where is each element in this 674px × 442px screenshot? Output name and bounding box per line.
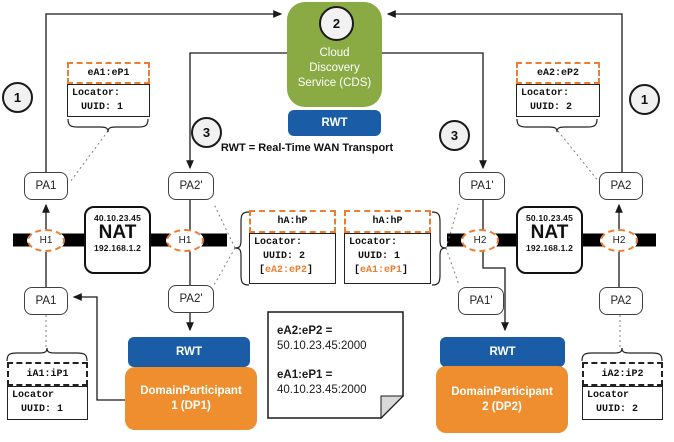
locator-line: Locator: <box>72 88 121 99</box>
dp2-box: DomainParticipant 2 (DP2) <box>436 366 568 433</box>
hop-h2-outer: H2 <box>600 229 638 252</box>
nat-right-box: 50.10.23.45 NAT 192.168.1.2 <box>516 206 583 274</box>
ext-locator-left-header: eA1:eP1 <box>67 62 150 84</box>
step-badge-label: 3 <box>202 125 211 140</box>
address-note: eA2:eP2 = 50.10.23.45:2000 eA1:eP1 = 40.… <box>277 324 397 398</box>
note-line4: 40.10.23.45:2000 <box>277 384 367 396</box>
pa2-box-bottom: PA2 <box>599 287 643 315</box>
pa1-box-top: PA1 <box>24 172 68 200</box>
arrow-pa1-to-cds <box>45 10 283 172</box>
nat-label: NAT <box>530 222 569 243</box>
rwt-legend: RWT = Real-Time WAN Transport <box>220 142 394 154</box>
bracket-close: ] <box>307 265 314 276</box>
brace-glyphs <box>6 118 663 362</box>
int-locator-left-box: Locator UUID: 1 <box>7 386 88 420</box>
locator-line: Locator: <box>521 88 570 99</box>
arrow-connectors <box>42 10 623 401</box>
nat-public-ip: 40.10.23.45 <box>93 213 142 223</box>
dp1-box: DomainParticipant 1 (DP1) <box>125 367 257 430</box>
host-locator-right-box: Locator: UUID: 1 [eA1:eP1] <box>344 233 431 284</box>
step-badge-label: 3 <box>450 128 459 143</box>
arrow-pa2-to-cds <box>386 10 623 172</box>
bracket-open: [ <box>259 265 266 276</box>
cds-title-line1: Cloud <box>319 47 350 59</box>
dotted-connectors <box>45 130 621 348</box>
note-line1: eA2:eP2 = <box>277 325 333 337</box>
dp2-rwt-box: RWT <box>440 337 565 367</box>
bracket-close: ] <box>402 265 409 276</box>
pa2-box-top: PA2 <box>599 172 643 200</box>
int-locator-right-box: Locator UUID: 2 <box>582 386 663 420</box>
hop-h2-inner: H2 <box>461 229 499 252</box>
int-locator-left-header: iA1:iP1 <box>7 362 88 386</box>
dp1-name-line2: 1 (DP1) <box>171 399 211 412</box>
uuid-line: UUID: 1 <box>358 251 401 262</box>
arrow-cds-to-pa2prime <box>186 52 287 170</box>
note-shape <box>267 311 405 420</box>
step-badge-3-left: 3 <box>191 117 222 148</box>
hop-h1-inner: H1 <box>166 229 204 252</box>
uuid-line: UUID: 2 <box>596 404 639 415</box>
pa1prime-box-bottom: PA1' <box>458 287 504 315</box>
host-locator-right-header: hA:hP <box>344 210 431 233</box>
cds-rwt-box: RWT <box>288 110 381 136</box>
host-locator-left-header: hA:hP <box>249 210 336 233</box>
nat-label: NAT <box>98 222 137 243</box>
locator-ref-line: [eA1:eP1] <box>354 264 430 278</box>
pa2prime-box-top: PA2' <box>168 172 214 200</box>
pa2prime-box-bottom: PA2' <box>168 285 214 313</box>
uuid-line: UUID: 2 <box>263 251 306 262</box>
cds-title-line2: Discovery <box>309 62 360 74</box>
uuid-line: UUID: 2 <box>530 102 573 113</box>
rwt-label: RWT <box>489 346 516 358</box>
step-badge-3-right: 3 <box>439 120 470 151</box>
pa1-box-bottom: PA1 <box>24 287 68 315</box>
bracket-open: [ <box>354 265 361 276</box>
pa1prime-box-top: PA1' <box>459 172 505 200</box>
step-badge-label: 1 <box>640 92 649 107</box>
nat-public-ip: 50.10.23.45 <box>525 213 574 223</box>
ext-locator-left-box: Locator: UUID: 1 <box>67 84 150 117</box>
int-locator-right-header: iA2:iP2 <box>582 362 663 386</box>
ext-locator-right-box: Locator: UUID: 2 <box>516 84 600 117</box>
step-badge-1-left: 1 <box>2 82 33 113</box>
locator-line: Locator <box>587 390 630 401</box>
locator-line: Locator <box>12 390 55 401</box>
ext-locator-right-header: eA2:eP2 <box>516 62 600 84</box>
locator-line: Locator: <box>349 237 398 248</box>
arrow-h2-to-rwt2 <box>482 247 509 332</box>
locator-ref-line: [eA2:eP2] <box>259 264 335 278</box>
uuid-line: UUID: 1 <box>81 102 124 113</box>
nat-private-ip: 192.168.1.2 <box>525 243 574 253</box>
dp1-rwt-box: RWT <box>128 337 250 367</box>
note-line3: eA1:eP1 = <box>277 369 333 381</box>
arrow-cds-to-pa1prime <box>382 52 487 170</box>
step-badge-1-right: 1 <box>629 84 660 115</box>
locator-ref: eA1:eP1 <box>360 265 403 276</box>
locator-line: Locator: <box>254 237 303 248</box>
dp2-name-line1: DomainParticipant <box>451 385 553 398</box>
note-line2: 50.10.23.45:2000 <box>277 340 367 352</box>
step-badge-label: 1 <box>13 90 22 105</box>
uuid-line: UUID: 1 <box>21 404 64 415</box>
rwt-label: RWT <box>321 117 348 129</box>
dp1-name-line1: DomainParticipant <box>140 384 242 397</box>
host-locator-left-box: Locator: UUID: 2 [eA2:eP2] <box>249 233 336 284</box>
nat-private-ip: 192.168.1.2 <box>93 243 142 253</box>
cds-box: 2 Cloud Discovery Service (CDS) <box>287 2 382 107</box>
rwt-label: RWT <box>176 346 202 358</box>
step-badge-2: 2 <box>319 6 354 41</box>
arrow-dp1-to-pa1 <box>72 293 125 401</box>
cds-title-line3: Service (CDS) <box>297 77 372 89</box>
step-badge-label: 2 <box>332 16 341 31</box>
locator-ref: eA2:eP2 <box>265 265 308 276</box>
hop-h1-outer: H1 <box>27 229 65 252</box>
plain-connectors <box>45 200 620 287</box>
nat-left-box: 40.10.23.45 NAT 192.168.1.2 <box>84 206 151 274</box>
dp2-name-line2: 2 (DP2) <box>482 400 522 413</box>
